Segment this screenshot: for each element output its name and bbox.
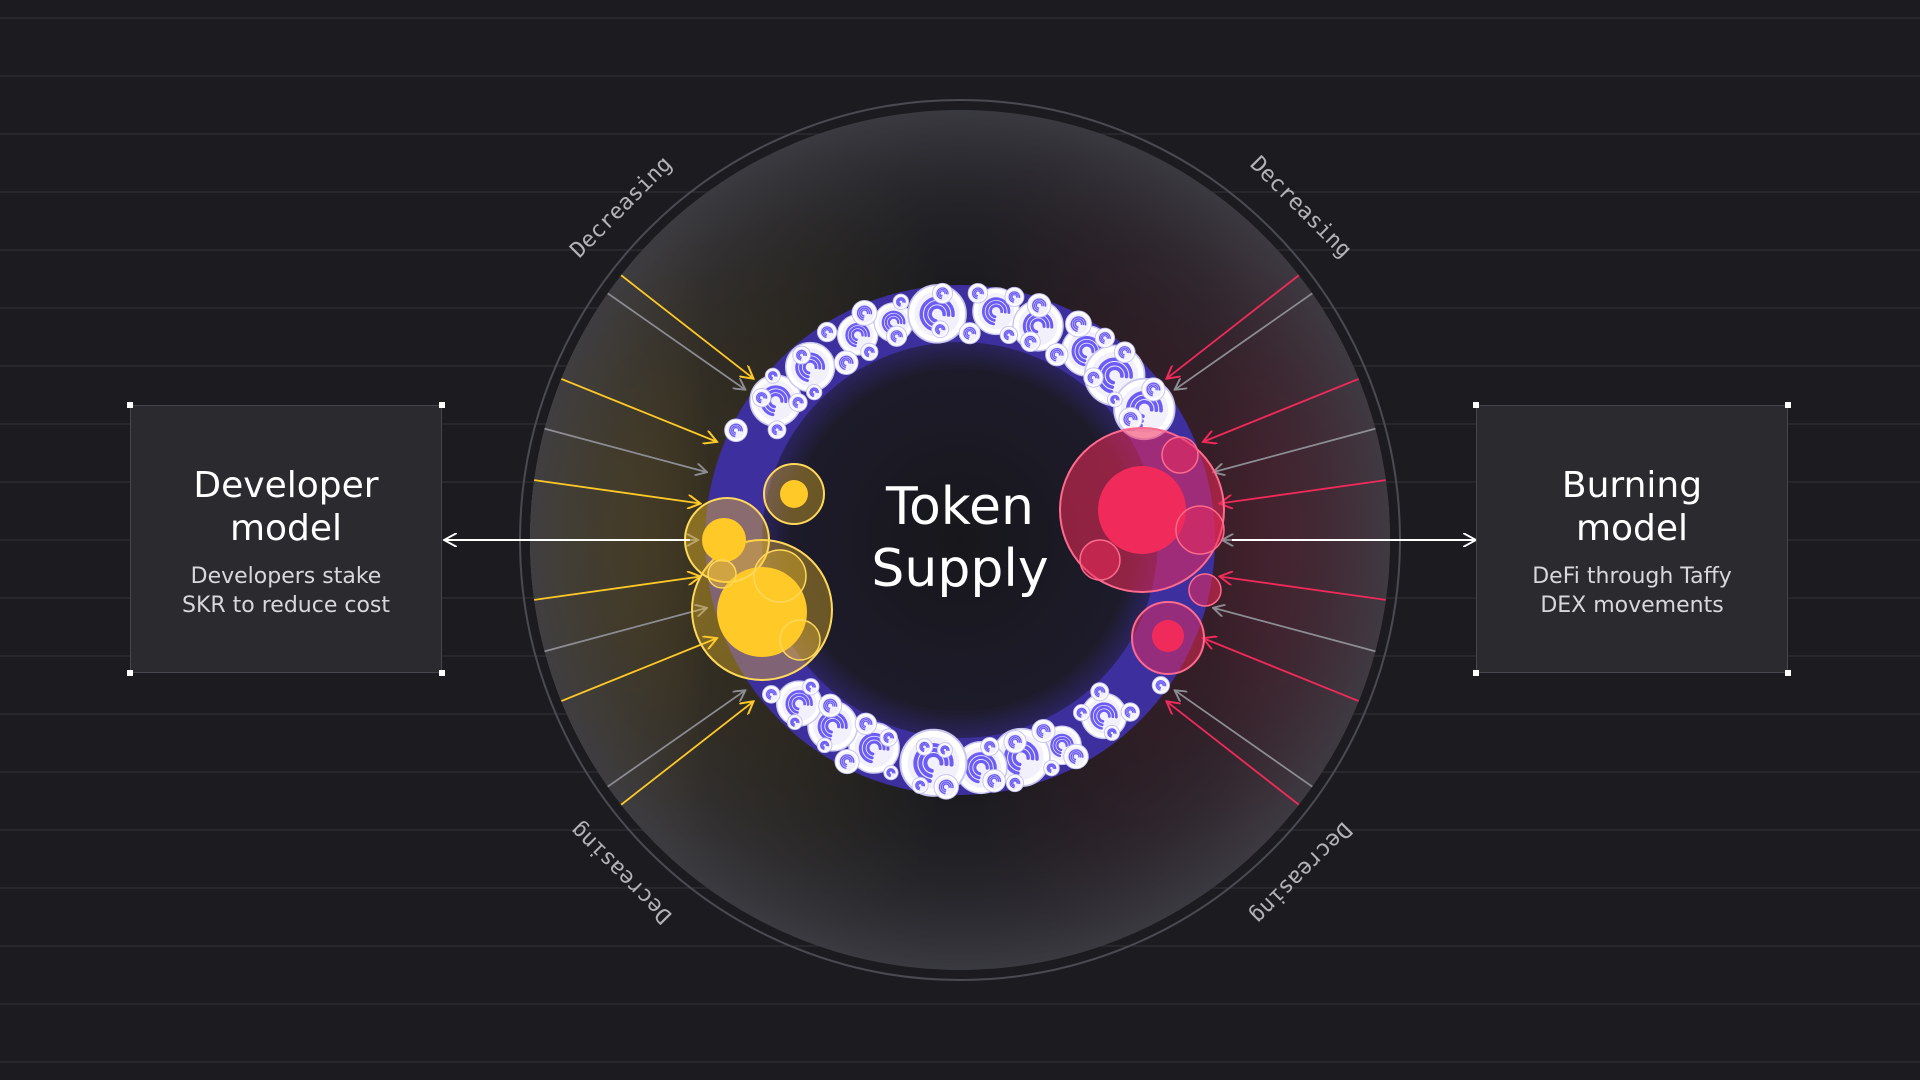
panel-corner [1473,670,1479,676]
token-coin [883,764,899,781]
panel-corner [439,402,445,408]
converging-arrow [544,608,707,653]
token-coin [786,714,803,731]
token-coin [751,388,772,408]
converging-arrow [607,292,746,389]
developer-arrow [560,378,717,442]
token-coin [915,738,934,756]
token-coin [1103,724,1120,741]
burning-model-panel: Burning model DeFi through Taffy DEX mov… [1473,402,1791,676]
token-coin [886,325,908,347]
token-coin [907,284,967,344]
token-coin [802,678,820,696]
burning-arrow [1219,479,1386,503]
token-coin [816,737,833,754]
token-coin [1151,676,1170,695]
converging-arrow [1175,690,1313,788]
token-coin [1083,367,1104,388]
token-coin [1026,293,1052,318]
token-coin [999,325,1019,345]
token-coin [1072,704,1091,722]
panel-corner [439,670,445,676]
token-coin [792,345,811,365]
token-coin [761,685,781,704]
burning-arrow [1219,576,1386,601]
token-coin [807,700,859,752]
burning-model-title: Burning model [1561,465,1703,549]
developer-arrow [534,479,700,503]
panel-corner [127,670,133,676]
developer-arrow [620,701,753,806]
token-coin [1113,341,1136,364]
token-coin [854,712,878,735]
token-coin [958,322,981,345]
token-ring-core [762,342,1158,738]
token-coin [860,342,879,361]
burning-model-description: DeFi through Taffy DEX movements [1532,564,1732,618]
token-coin [1094,327,1116,349]
converging-arrow [544,427,707,472]
panel-corner [1473,402,1479,408]
token-coin [851,300,878,326]
token-coin [1063,743,1089,770]
token-coin [1065,310,1092,338]
token-coin [1020,331,1041,353]
token-coin [1120,702,1140,722]
token-coin [980,737,1000,757]
token-coin [818,693,843,718]
converging-arrow [607,690,746,788]
token-coin [1005,773,1024,793]
burning-cluster [1059,427,1225,675]
burning-arrow [1203,638,1360,702]
token-coin [764,367,781,384]
panel-corner [1785,402,1791,408]
token-coin [1106,391,1123,408]
token-coin [982,769,1006,793]
token-supply-title: Token Supply [871,477,1049,599]
token-coin [1045,342,1069,367]
developer-model-panel: Developer model Developers stake SKR to … [127,402,445,676]
token-coin [1031,718,1056,744]
panel-corner [127,402,133,408]
token-coin [892,293,910,311]
token-coin [833,350,859,375]
developer-model-title: Developer model [193,465,379,549]
token-coin [1090,682,1110,702]
token-coin [834,748,860,775]
token-coin [1003,730,1027,754]
converging-arrow [1213,608,1376,653]
developer-arrow [534,576,700,601]
token-coins [724,282,1176,800]
token-coin [816,321,838,343]
developer-arrow [620,274,753,378]
token-coin [1004,286,1025,307]
developer-stake-cluster [684,463,833,681]
burning-arrow [1203,378,1360,442]
token-coin [931,320,950,339]
developer-arrow [560,638,717,702]
token-coin [724,418,748,443]
converging-arrow [1175,292,1313,389]
token-coin [967,282,989,304]
token-coin [933,774,959,800]
token-coin [788,392,808,413]
token-coin [805,383,823,401]
token-coin [1118,406,1143,432]
token-coin [784,341,836,393]
converging-arrow [1213,427,1376,472]
token-coin [1043,759,1060,777]
token-coin [879,728,898,747]
token-coin [1141,377,1166,402]
panel-corner [1785,670,1791,676]
token-coin [767,420,787,440]
token-coin [937,742,953,758]
developer-model-description: Developers stake SKR to reduce cost [181,564,391,618]
burning-arrow [1166,701,1300,806]
token-coin [911,776,929,794]
token-coin [931,282,953,304]
burning-arrow [1166,274,1300,378]
